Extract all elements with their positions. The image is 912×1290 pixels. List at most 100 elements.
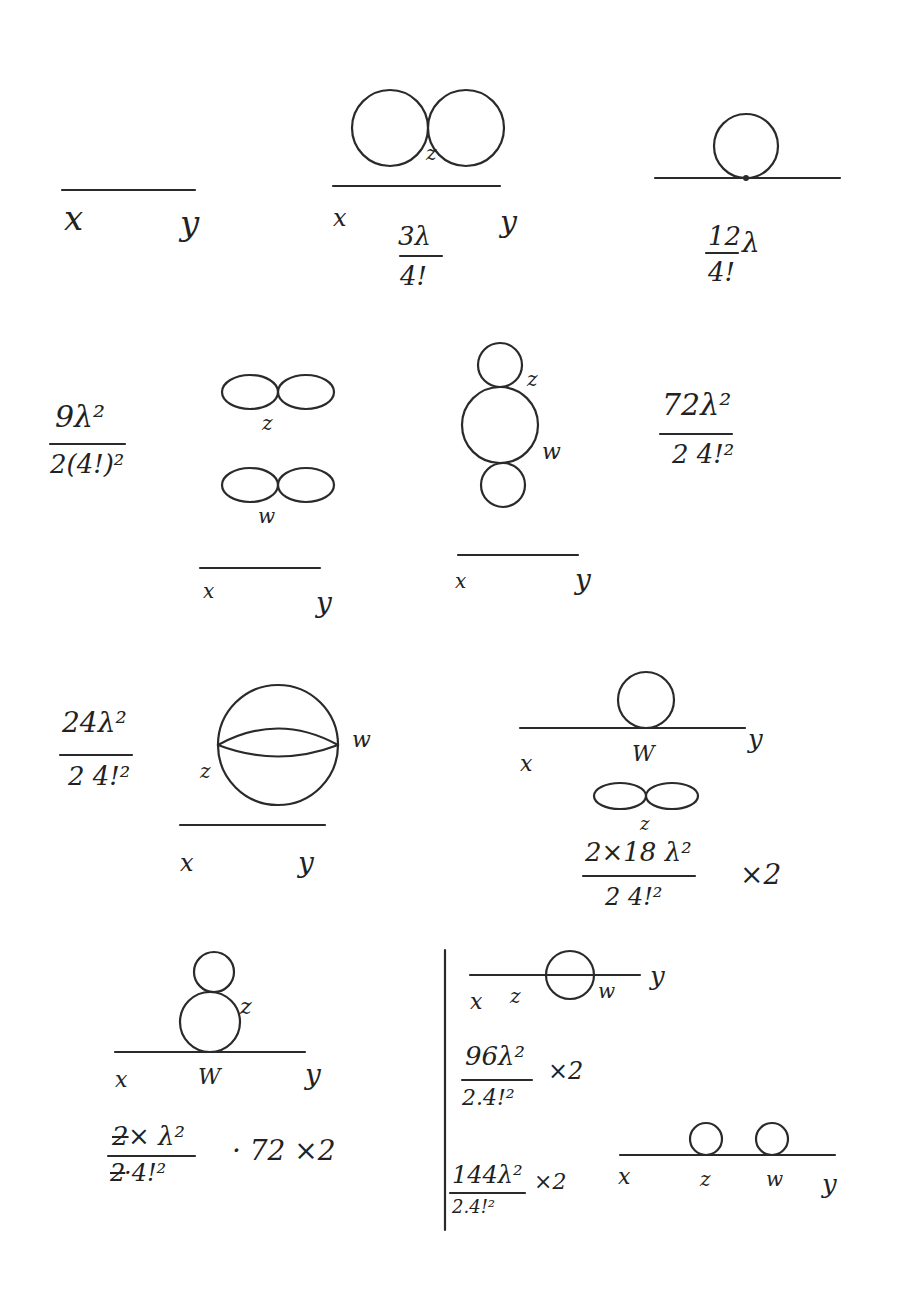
diagram-label: 2.4!²: [452, 1197, 495, 1217]
fraction-bar: [50, 443, 125, 445]
diagram-label: x: [455, 570, 466, 592]
diagram-label: y: [650, 962, 665, 991]
vacuum-loop: [478, 343, 522, 387]
propagator-line: [333, 185, 500, 187]
vacuum-loop: [646, 783, 698, 809]
propagator-line: [458, 554, 578, 556]
divider-line: [444, 950, 446, 1230]
fraction-bar: [400, 255, 442, 257]
diagram-label: x: [520, 752, 532, 776]
diagram-label: z: [510, 985, 521, 1007]
diagram-label: 2 4!²: [605, 884, 662, 910]
tadpole-loop: [194, 952, 234, 992]
diagram-label: 144λ²: [452, 1162, 523, 1188]
propagator-line: [200, 567, 320, 569]
fraction-bar: [462, 1079, 532, 1081]
diagram-label: x: [115, 1068, 127, 1092]
diagram-label: 4!: [708, 258, 735, 287]
fraction-bar: [60, 754, 132, 756]
diagram-label: z: [640, 814, 649, 834]
diagram-label: x: [333, 205, 347, 231]
propagator-line: [470, 974, 640, 976]
diagram-label: x: [180, 850, 194, 876]
diagram-label: ·4!²: [124, 1160, 166, 1186]
diagram-label: 2.4!²: [462, 1086, 515, 1110]
sunset-loop: [218, 685, 338, 805]
tadpole-loop: [756, 1123, 788, 1155]
propagator-line: [520, 727, 745, 729]
diagram-label: w: [542, 440, 561, 464]
fraction-bar: [660, 433, 732, 435]
diagram-label: 72λ²: [662, 388, 731, 421]
diagram-label: y: [822, 1170, 837, 1199]
diagram-label: 2 4!²: [68, 762, 130, 791]
propagator-line: [180, 824, 325, 826]
diagram-label: x: [470, 990, 482, 1014]
diagram-label: 2: [112, 1122, 129, 1151]
vacuum-loop: [428, 90, 504, 166]
tadpole-loop: [714, 114, 778, 178]
sunset-loop: [218, 729, 338, 746]
diagram-label: 96λ²: [465, 1042, 525, 1071]
sunset-loop: [218, 745, 338, 757]
fraction-bar: [450, 1192, 525, 1194]
diagram-label: z: [700, 1168, 711, 1190]
self-energy-loop: [546, 951, 594, 999]
propagator-line: [620, 1154, 835, 1156]
diagram-label: ×2: [548, 1058, 583, 1084]
vacuum-loop: [222, 468, 278, 502]
diagram-label: 24λ²: [62, 708, 127, 739]
diagram-label: y: [316, 588, 332, 619]
vacuum-loop: [278, 375, 334, 409]
diagram-label: x: [618, 1165, 630, 1189]
diagram-label: λ: [742, 228, 760, 259]
diagram-label: x: [203, 580, 214, 602]
diagram-label: 9λ²: [55, 400, 105, 433]
diagram-label: W: [198, 1065, 221, 1089]
diagram-label: z: [200, 760, 211, 782]
diagram-label: y: [298, 848, 314, 879]
vertex-dot: [743, 175, 749, 181]
vacuum-loop: [462, 387, 538, 463]
diagram-label: 2: [110, 1160, 125, 1186]
diagram-label: z: [240, 995, 252, 1019]
vacuum-loop: [481, 463, 525, 507]
diagram-label: y: [500, 205, 517, 238]
diagram-label: · 72 ×2: [232, 1136, 336, 1167]
propagator-line: [62, 189, 195, 191]
diagram-label: y: [305, 1060, 321, 1091]
diagram-label: ×2: [534, 1170, 566, 1194]
diagram-label: w: [352, 728, 371, 752]
diagram-label: 12: [708, 222, 741, 251]
diagram-label: 2×18 λ²: [585, 838, 692, 867]
diagram-label: y: [180, 205, 199, 242]
vacuum-loop: [278, 468, 334, 502]
fraction-bar: [583, 875, 695, 877]
diagram-label: z: [262, 412, 273, 434]
diagram-label: w: [598, 980, 615, 1002]
diagram-label: x: [64, 200, 83, 237]
diagram-label: ×2: [740, 860, 781, 891]
diagram-label: z: [527, 368, 538, 390]
vacuum-loop: [594, 783, 646, 809]
tadpole-loop: [618, 672, 674, 728]
fraction-bar: [706, 252, 738, 254]
diagram-label: 2 4!²: [672, 440, 734, 469]
diagram-label: 2(4!)²: [50, 450, 124, 479]
diagram-label: w: [766, 1168, 783, 1190]
diagram-label: w: [258, 505, 275, 527]
propagator-line: [115, 1051, 305, 1053]
diagram-label: y: [748, 725, 763, 754]
fraction-bar: [108, 1155, 195, 1157]
diagram-label: y: [575, 565, 591, 596]
diagram-label: 4!: [400, 262, 427, 291]
diagram-label: 3λ: [398, 222, 431, 251]
diagram-label: W: [632, 742, 655, 766]
tadpole-loop: [690, 1123, 722, 1155]
diagram-label: z: [426, 142, 437, 164]
diagram-label: × λ²: [128, 1122, 185, 1151]
vacuum-loop: [222, 375, 278, 409]
tadpole-loop: [180, 992, 240, 1052]
